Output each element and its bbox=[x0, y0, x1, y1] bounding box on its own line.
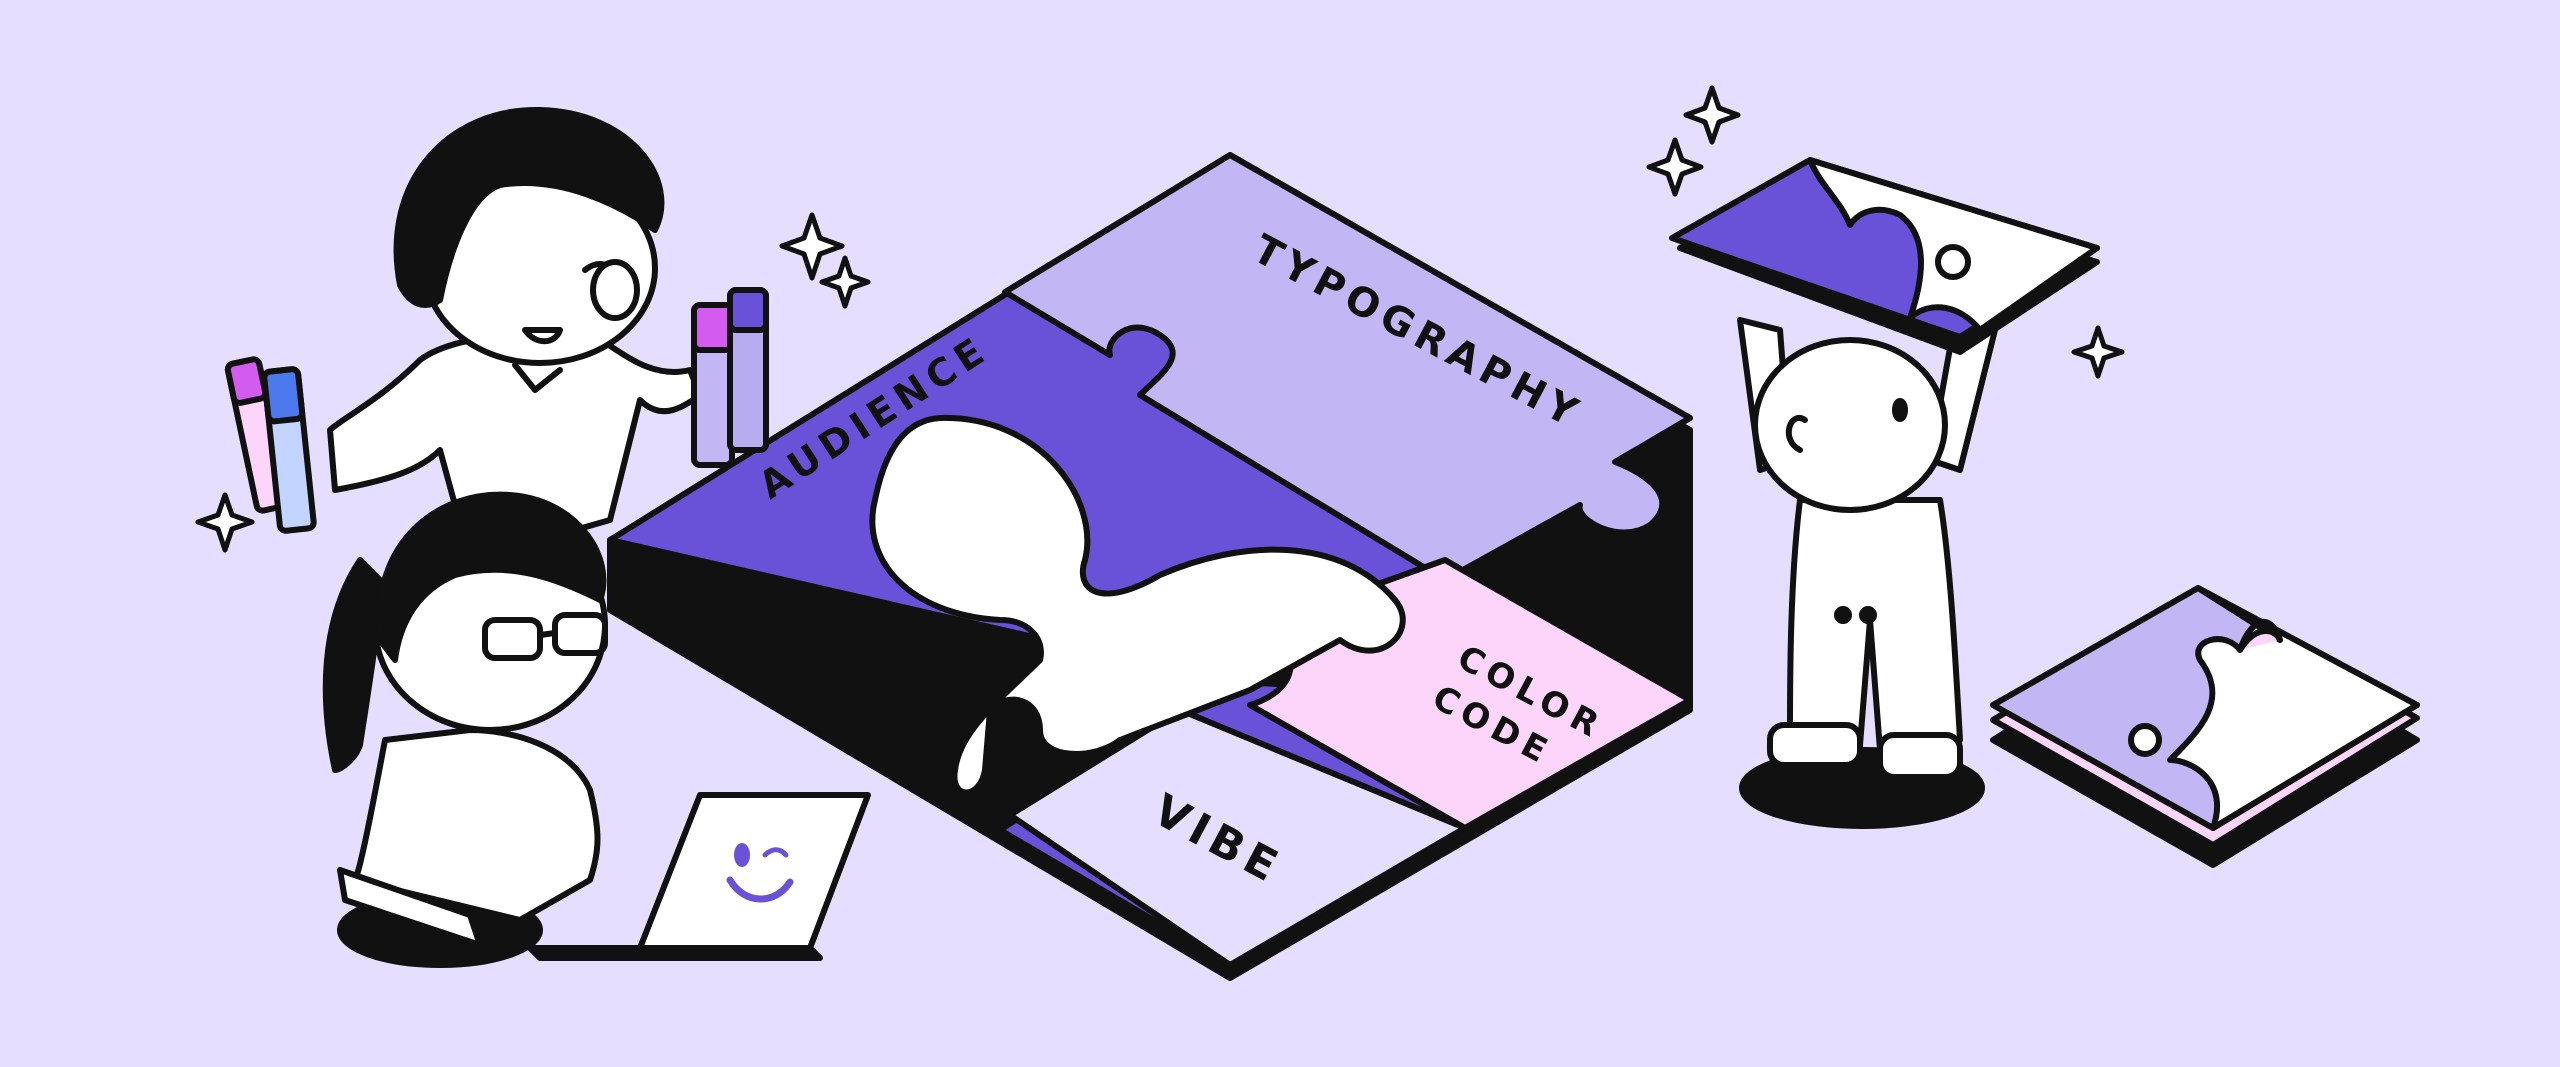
puzzle-empty-slot bbox=[869, 414, 1406, 796]
spare-puzzle-piece bbox=[1990, 585, 2420, 868]
color-swatch-icon bbox=[691, 287, 769, 468]
sparkle-icon bbox=[2071, 325, 2125, 379]
laptop bbox=[637, 792, 871, 951]
sparkle-icon bbox=[779, 212, 845, 281]
puzzle-piece-icon bbox=[1669, 157, 2100, 355]
sparkle-icon bbox=[1683, 85, 1741, 145]
color-swatch-icon bbox=[224, 356, 317, 534]
sparkle-icon bbox=[195, 492, 255, 553]
sparkles bbox=[195, 85, 2125, 553]
sparkle-icon bbox=[819, 255, 871, 309]
person-sitting-laptop bbox=[322, 491, 871, 968]
smiley-face-icon bbox=[726, 843, 794, 903]
person-holding-piece bbox=[1669, 157, 2100, 829]
puzzle-typography-piece bbox=[1002, 152, 1693, 583]
puzzle-vibe-piece bbox=[1007, 707, 1468, 968]
puzzle-board bbox=[607, 152, 1693, 981]
person-standing-swatches bbox=[224, 106, 769, 563]
sparkle-icon bbox=[1646, 137, 1704, 197]
